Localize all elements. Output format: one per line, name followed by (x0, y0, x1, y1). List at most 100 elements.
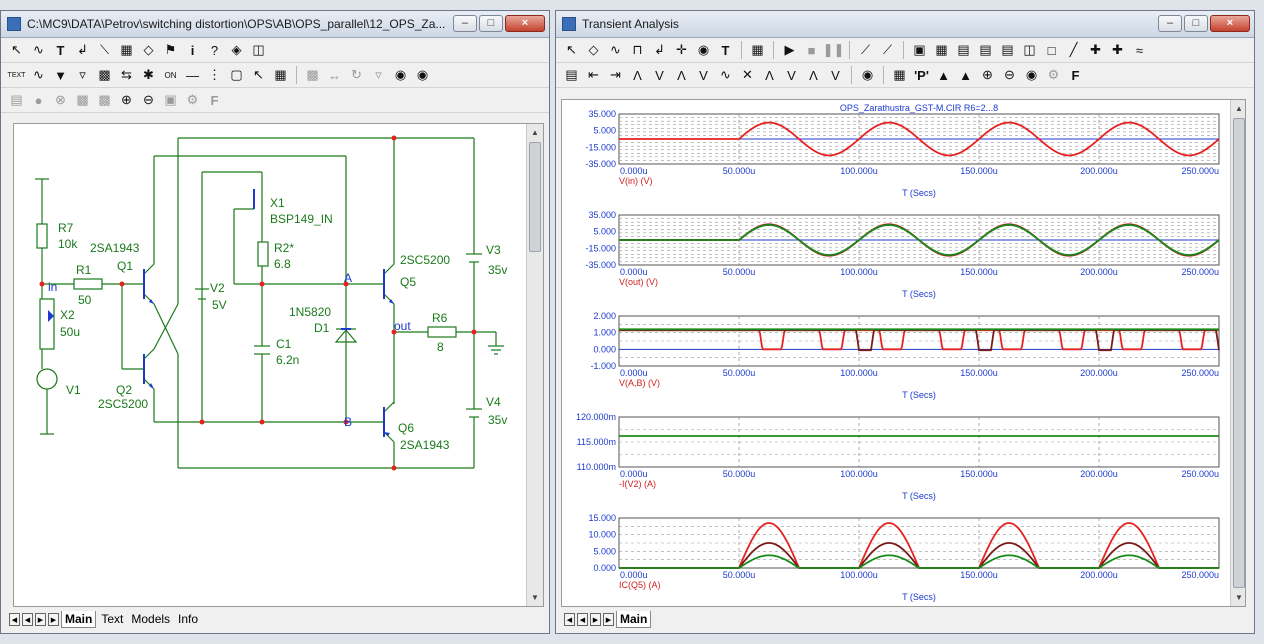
swap-icon[interactable]: ⇆ (121, 67, 132, 82)
axis-icon[interactable]: □ (1047, 42, 1056, 58)
peak-find-icon[interactable]: Λ (633, 67, 642, 83)
shapes-icon[interactable]: ◇ (588, 42, 599, 57)
analysis-window[interactable]: Transient Analysis – □ × ↖ ◇ ∿ ⊓ ↲ ✛ ◉ T… (555, 10, 1255, 634)
pulse-icon[interactable]: ⊓ (632, 42, 643, 57)
tab-prev-icon[interactable]: ◀ (22, 612, 33, 626)
diagonal-wire-icon[interactable]: ⟍ (99, 42, 110, 57)
analysis-minimize-button[interactable]: – (1158, 15, 1182, 32)
mirror-icon[interactable]: ▿ (375, 67, 382, 82)
text-tool-icon[interactable]: T (721, 42, 730, 58)
graph-icon[interactable]: ▤ (565, 67, 578, 82)
cancel-icon[interactable]: ⊗ (55, 92, 66, 107)
tab-main[interactable]: Main (61, 610, 97, 628)
zoom-fit-icon[interactable]: ◉ (1025, 67, 1038, 82)
cursor-icon[interactable]: ↖ (253, 67, 264, 82)
marker-icon[interactable]: ◉ (697, 42, 710, 57)
pin-icon[interactable]: ✱ (143, 67, 154, 82)
cross-icon[interactable]: ✕ (742, 67, 753, 82)
on-icon[interactable]: ON (164, 70, 177, 80)
valley-find-icon[interactable]: V (655, 67, 664, 83)
help-icon[interactable]: ? (210, 42, 219, 58)
cursor-mode-icon[interactable]: ✛ (676, 42, 687, 57)
global-max-icon[interactable]: Λ (809, 67, 818, 83)
copy-icon[interactable]: ▩ (76, 92, 89, 107)
hgrid-icon[interactable]: ▤ (979, 42, 992, 57)
min-icon[interactable]: V (787, 67, 796, 83)
run-icon[interactable]: ▶ (784, 42, 795, 57)
tab-next-icon[interactable]: ▶ (590, 612, 601, 626)
schematic-titlebar[interactable]: C:\MC9\DATA\Petrov\switching distortion\… (1, 11, 549, 38)
slope-icon[interactable]: ≈ (1135, 42, 1144, 58)
low-icon[interactable]: V (699, 67, 708, 83)
component-icon[interactable]: ▦ (120, 42, 133, 57)
schematic-scroll-thumb[interactable] (529, 142, 541, 252)
rotate-icon[interactable]: ↻ (351, 67, 362, 82)
minor-grid-icon[interactable]: ▤ (1001, 42, 1014, 57)
line-icon[interactable]: — (186, 67, 199, 83)
zoom-out-icon[interactable]: ⊖ (143, 92, 154, 107)
step-icon[interactable]: ↲ (654, 42, 665, 57)
inflection-icon[interactable]: ∿ (720, 67, 731, 82)
peak-icon[interactable]: ✚ (1090, 42, 1101, 57)
text-tool-icon[interactable]: T (56, 42, 65, 58)
analysis-maximize-button[interactable]: □ (1184, 15, 1208, 32)
diagonal-icon[interactable]: ⟋ (882, 42, 893, 57)
close-button[interactable]: × (505, 15, 545, 32)
align-icon[interactable]: ▩ (306, 67, 319, 82)
schematic-canvas[interactable]: R7 10k 2SA1943 Q1 R1 50 X2 50u V1 Q2 2SC… (13, 123, 544, 607)
grid-icon[interactable]: ▦ (935, 42, 948, 57)
split-icon[interactable]: ◫ (1023, 42, 1036, 57)
ab-icon[interactable]: ◫ (252, 42, 265, 57)
zoom-out-icon[interactable]: ⊖ (1004, 67, 1015, 82)
minimize-button[interactable]: – (453, 15, 477, 32)
tag-x-icon[interactable]: ▲ (937, 67, 950, 83)
filter-icon[interactable]: ▿ (79, 67, 86, 82)
point-icon[interactable]: ◈ (231, 42, 242, 57)
info-icon[interactable]: i (190, 42, 195, 58)
node-number-icon[interactable]: ▩ (98, 67, 111, 82)
tab-info[interactable]: Info (178, 612, 199, 626)
binoculars-icon[interactable]: ◉ (416, 67, 429, 82)
table-icon[interactable]: ▦ (893, 67, 906, 82)
camera-icon[interactable]: ▣ (164, 92, 177, 107)
stop-icon[interactable]: ● (34, 92, 43, 108)
high-icon[interactable]: Λ (677, 67, 686, 83)
settings-icon[interactable]: ⚙ (1047, 67, 1060, 82)
valley-icon[interactable]: ✚ (1112, 42, 1123, 57)
font-icon[interactable]: F (210, 92, 219, 108)
stop-icon[interactable]: ■ (807, 42, 816, 58)
analysis-close-button[interactable]: × (1210, 15, 1250, 32)
global-min-icon[interactable]: V (831, 67, 840, 83)
cursor-left-icon[interactable]: ⇤ (588, 67, 599, 82)
text-mode-icon[interactable]: TEXT (7, 71, 26, 79)
properties-icon[interactable]: ▦ (751, 42, 764, 57)
pause-icon[interactable]: ❚❚ (822, 42, 845, 57)
zoom-in-icon[interactable]: ⊕ (982, 67, 993, 82)
grid-icon[interactable]: ⋮ (208, 67, 221, 82)
tab-first-icon[interactable]: ◀ (9, 612, 20, 626)
properties-icon[interactable]: ▦ (274, 67, 287, 82)
probe-icon[interactable]: ▼ (54, 67, 67, 83)
cursor-right-icon[interactable]: ⇥ (610, 67, 621, 82)
orthogonal-wire-icon[interactable]: ↲ (77, 42, 88, 57)
font-icon[interactable]: F (1071, 67, 1080, 83)
sine-icon[interactable]: ∿ (610, 42, 621, 57)
tab-text[interactable]: Text (101, 612, 124, 626)
schematic-window[interactable]: C:\MC9\DATA\Petrov\switching distortion\… (0, 10, 550, 634)
schematic-vscroll[interactable]: ▲ ▼ (526, 124, 543, 606)
palette-icon[interactable]: ◉ (861, 67, 874, 82)
vgrid-icon[interactable]: ▤ (957, 42, 970, 57)
analysis-titlebar[interactable]: Transient Analysis – □ × (556, 11, 1254, 38)
label-icon[interactable]: 'P' (914, 67, 929, 83)
analysis-tab-main[interactable]: Main (616, 610, 652, 628)
tab-last-icon[interactable]: ▶ (48, 612, 59, 626)
settings-icon[interactable]: ⚙ (186, 92, 199, 107)
waveform-icon[interactable]: ∿ (33, 67, 44, 82)
analysis-vscroll[interactable]: ▲ ▼ (1230, 100, 1245, 606)
flip-icon[interactable]: ↔ (328, 67, 341, 83)
tag-y-icon[interactable]: ▲ (959, 67, 972, 83)
wire-icon[interactable]: ∿ (33, 42, 44, 57)
select-arrow-icon[interactable]: ↖ (566, 42, 577, 57)
border-icon[interactable]: ▢ (230, 67, 243, 82)
